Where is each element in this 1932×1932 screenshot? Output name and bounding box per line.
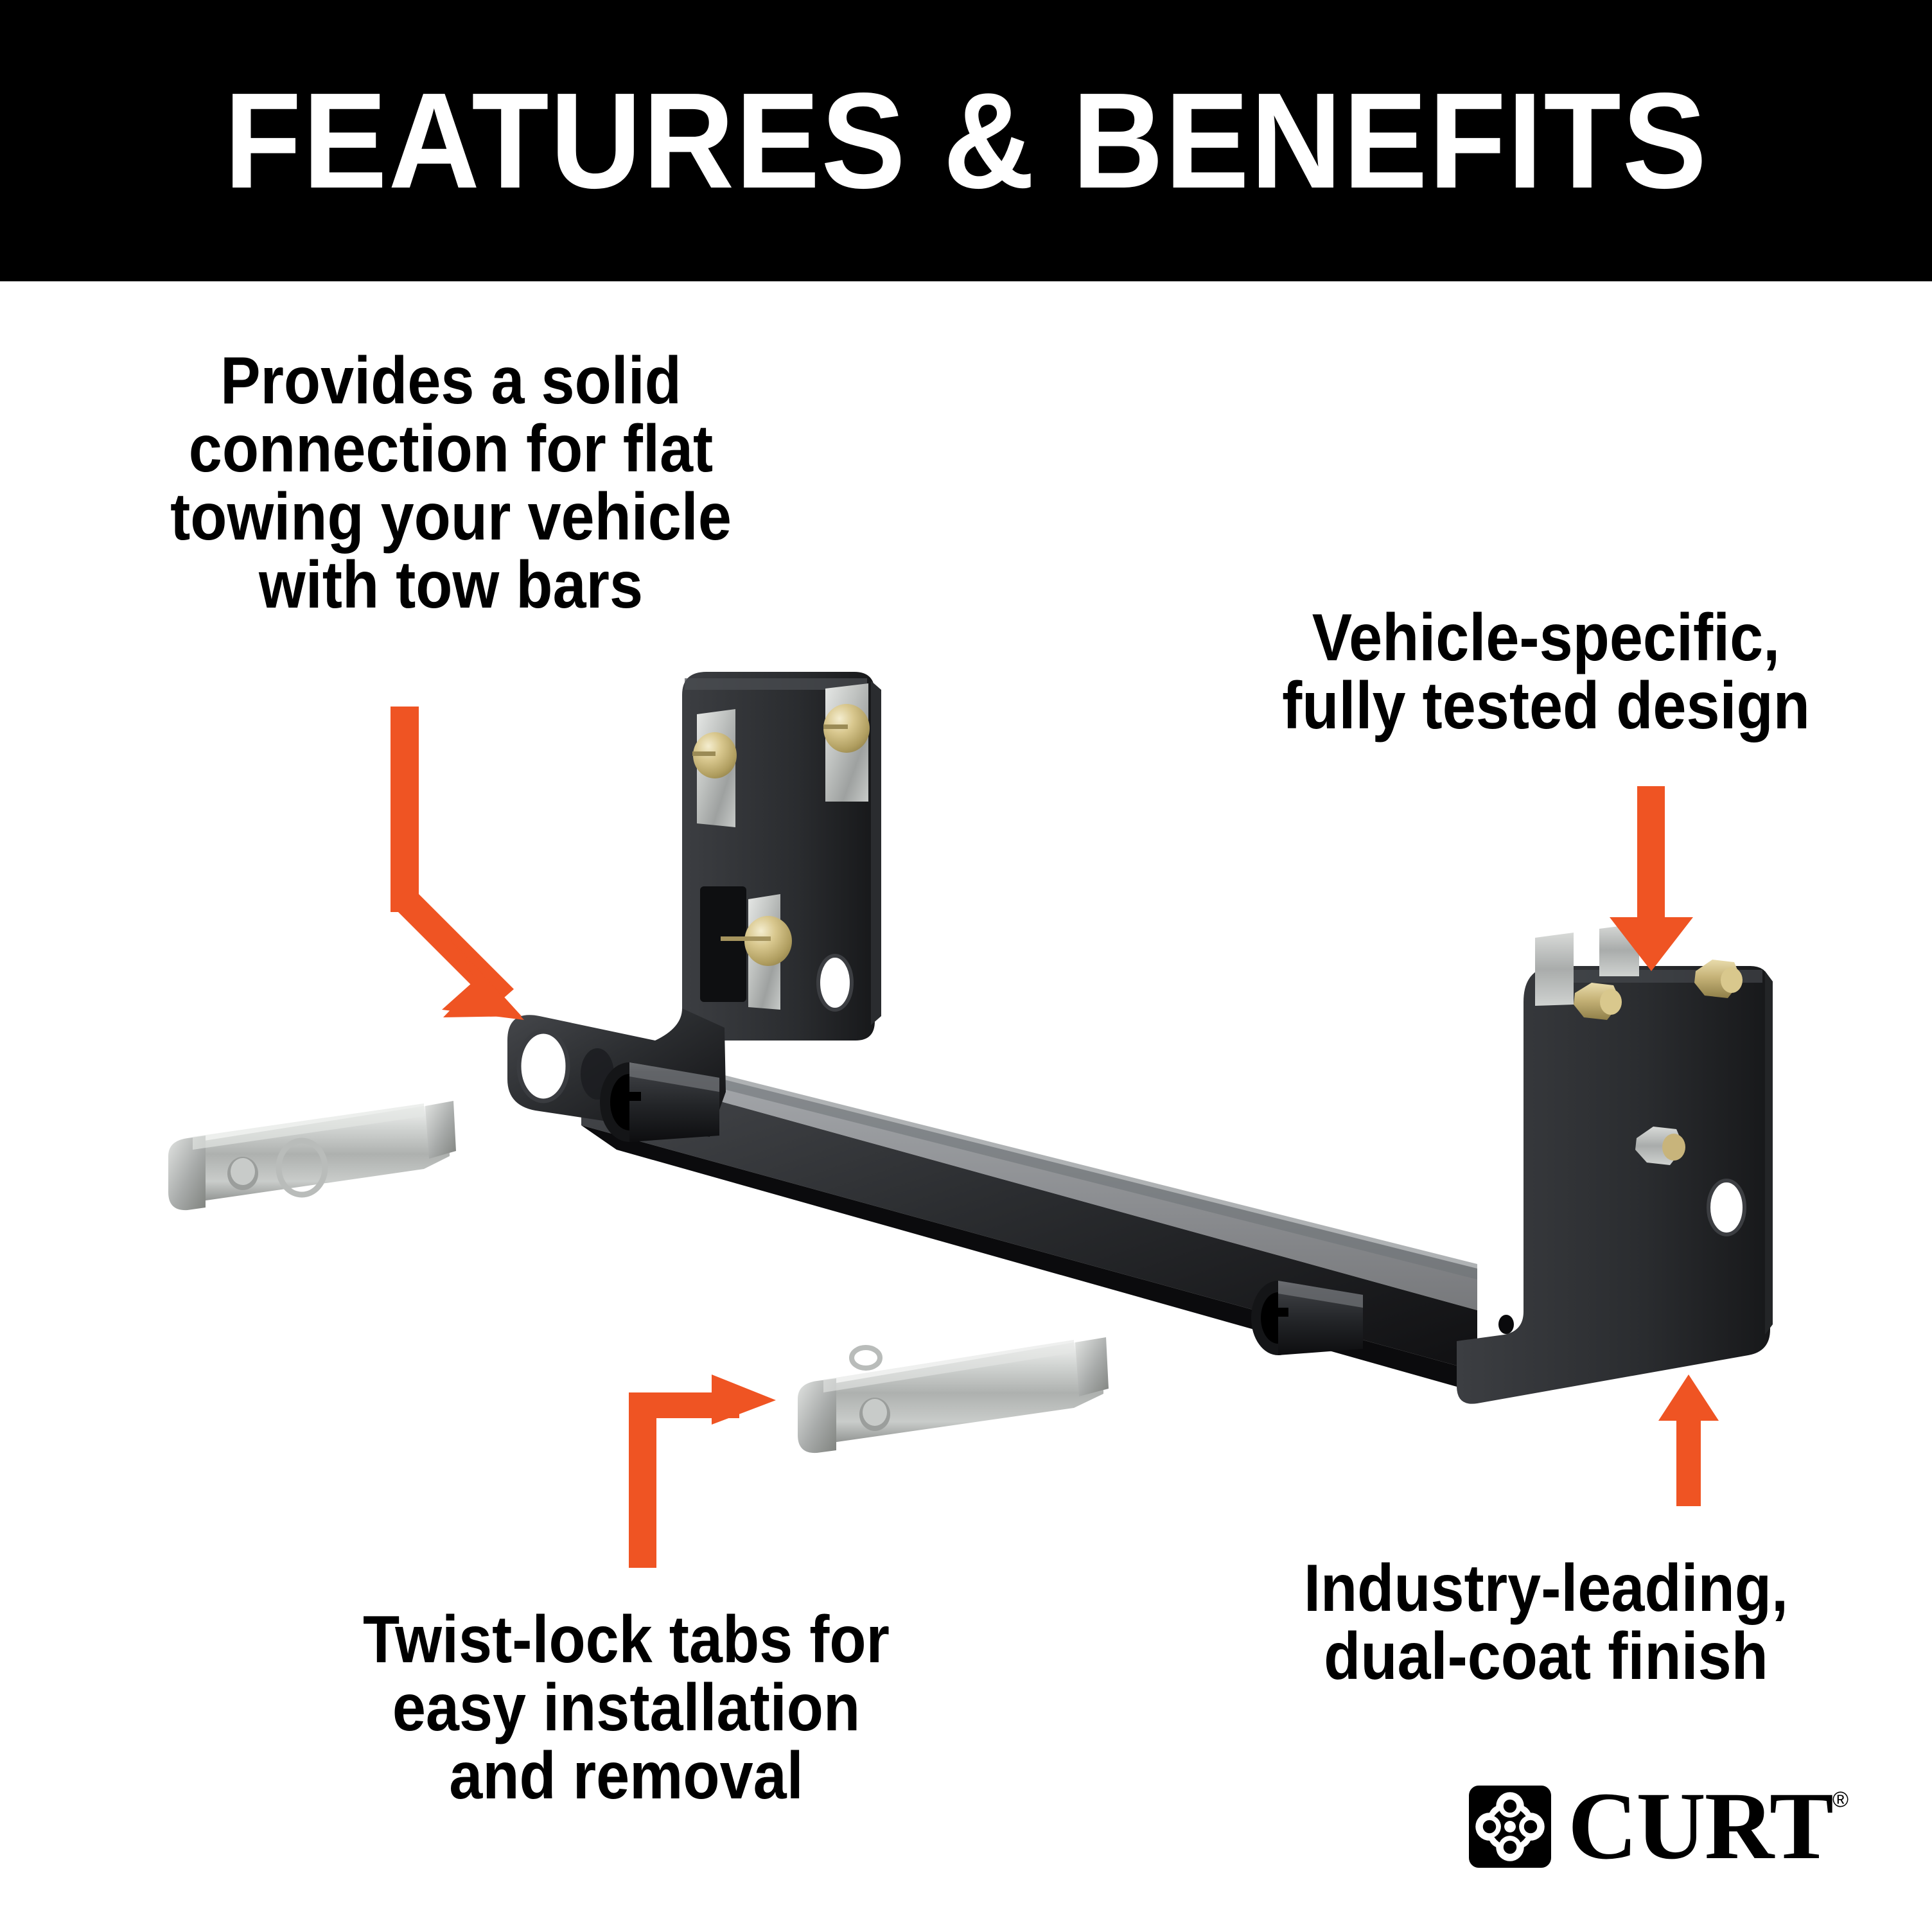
product-left-bracket (507, 672, 881, 1142)
twist-lock-collar-left (600, 1062, 719, 1142)
curt-logo: CURT ® (1469, 1773, 1849, 1879)
right-bracket-hex-bolts (1574, 960, 1743, 1165)
callout-text-vehicle-specific: Vehicle-specific, fully tested design (1282, 601, 1810, 744)
curt-wordmark: CURT ® (1568, 1773, 1849, 1879)
curt-quatrefoil-logo-icon (1469, 1785, 1552, 1868)
registered-trademark-mark: ® (1832, 1787, 1849, 1812)
callout-text-dual-coat: Industry-leading, dual-coat finish (1303, 1551, 1789, 1694)
page-title: FEATURES & BENEFITS (224, 64, 1708, 216)
callout-text-tow-bars: Provides a solid connection for flat tow… (170, 344, 732, 623)
product-right-bracket (1251, 924, 1773, 1404)
twist-lock-collar-right (1251, 1281, 1363, 1355)
twist-lock-tab-pin-left (168, 1101, 456, 1211)
curt-wordmark-text: CURT (1568, 1773, 1834, 1879)
callout-text-twist-lock: Twist-lock tabs for easy installation an… (363, 1603, 890, 1814)
header-band: FEATURES & BENEFITS (0, 0, 1932, 281)
left-bracket-fasteners (692, 683, 870, 1010)
twist-lock-tab-pin-right (798, 1337, 1109, 1453)
